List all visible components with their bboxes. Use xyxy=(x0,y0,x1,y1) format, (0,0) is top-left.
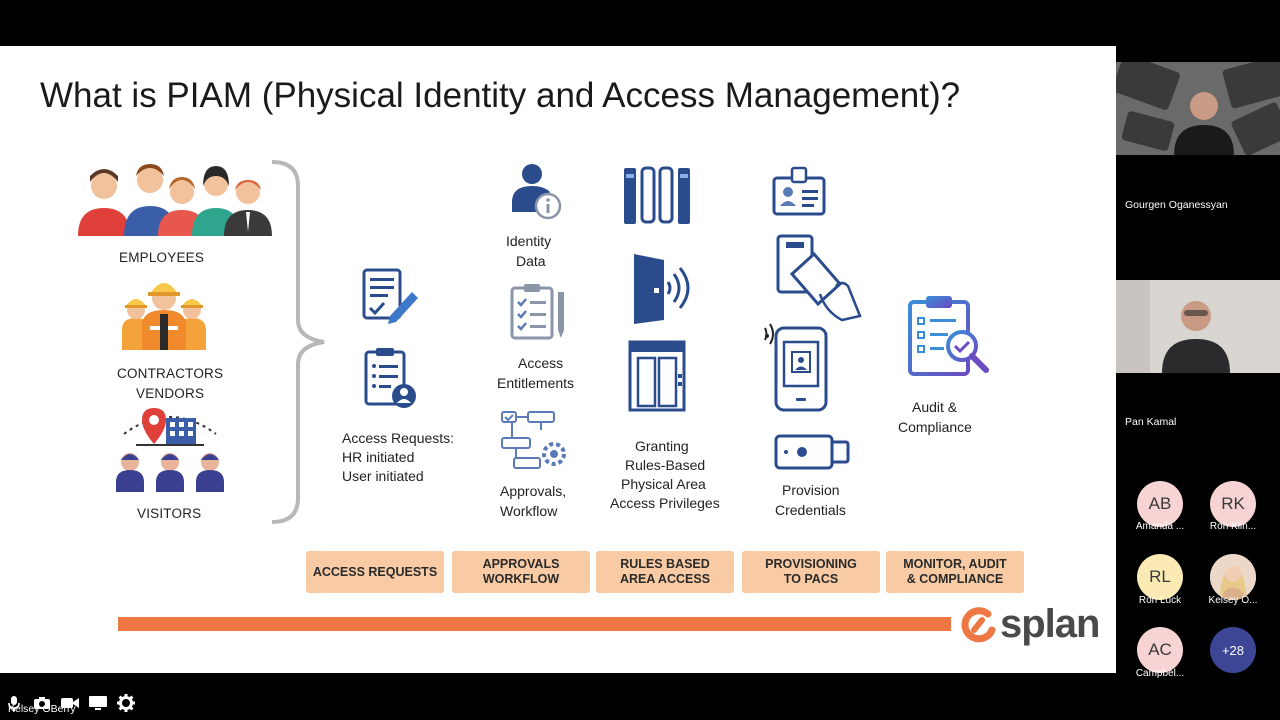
participant-name-gourgen: Gourgen Oganessyan xyxy=(1125,199,1228,211)
elevator-icon xyxy=(628,340,686,412)
video-feed-background xyxy=(1116,62,1280,155)
visitors-label: VISITORS xyxy=(137,506,202,521)
splan-logo: splan xyxy=(958,602,1100,647)
granting-label-1: Granting xyxy=(635,438,689,454)
access-requests-title: Access Requests: xyxy=(342,430,455,446)
participant-avatar-ab[interactable]: AB xyxy=(1137,481,1183,527)
access-entitlements-label-1: Access xyxy=(518,355,564,371)
turnstile-gate-icon xyxy=(624,166,690,224)
user-initiated-label: User initiated xyxy=(342,468,424,484)
mobile-credential-icon xyxy=(764,323,828,412)
granting-label-2: Rules-Based xyxy=(625,457,706,473)
employees-label: EMPLOYEES xyxy=(119,250,205,265)
identity-data-label-2: Data xyxy=(516,253,546,269)
slide-title: What is PIAM (Physical Identity and Acce… xyxy=(40,76,961,115)
mic-button[interactable] xyxy=(4,693,24,713)
employees-icon xyxy=(78,164,272,236)
screen-share-button[interactable] xyxy=(88,693,108,713)
video-feed-background xyxy=(1116,280,1280,373)
participant-avatar-name-kelsey: Kelsey O... xyxy=(1208,595,1258,606)
granting-label-3: Physical Area xyxy=(621,476,706,492)
key-fob-icon xyxy=(774,434,850,470)
access-entitlements-label-2: Entitlements xyxy=(497,375,575,391)
audit-clipboard-icon xyxy=(908,296,989,376)
hr-initiated-label: HR initiated xyxy=(342,449,415,465)
video-button[interactable] xyxy=(60,693,80,713)
participant-avatar-kelsey[interactable] xyxy=(1210,554,1256,600)
participant-avatar-name-rk: Ron Klin... xyxy=(1209,521,1257,532)
audit-label-1: Audit & xyxy=(912,399,958,415)
provision-label-2: Credentials xyxy=(775,502,846,518)
door-access-icon xyxy=(634,254,690,324)
participant-avatar-name-ac: Campbel... xyxy=(1135,668,1185,679)
stage-provisioning-to-pacs: PROVISIONING TO PACS xyxy=(742,551,880,593)
camera-button[interactable] xyxy=(32,693,52,713)
request-list-icon xyxy=(364,348,416,408)
mic-icon xyxy=(8,696,20,711)
stage-access-requests: ACCESS REQUESTS xyxy=(306,551,444,593)
video-icon xyxy=(61,698,79,708)
stage-approvals-workflow: APPROVALS WORKFLOW xyxy=(452,551,590,593)
more-participants-button[interactable]: +28 xyxy=(1210,627,1256,673)
contractors-icon xyxy=(122,283,206,350)
approvals-label-1: Approvals, xyxy=(500,483,567,499)
card-tap-icon xyxy=(776,234,862,322)
presentation-slide: What is PIAM (Physical Identity and Acce… xyxy=(0,46,1116,673)
workflow-icon xyxy=(501,411,566,469)
identity-data-label-1: Identity xyxy=(506,233,552,249)
participant-video-pan[interactable] xyxy=(1116,280,1280,373)
grouping-brace xyxy=(271,160,325,524)
participant-avatar-name-ab: Amanda ... xyxy=(1135,521,1185,532)
visitors-icon xyxy=(116,408,224,492)
identity-data-icon xyxy=(512,164,562,220)
document-edit-icon xyxy=(362,268,418,324)
splan-logo-text: splan xyxy=(1000,602,1100,646)
gear-icon xyxy=(117,694,135,712)
audit-label-2: Compliance xyxy=(898,419,972,435)
participant-avatar-name-rl: Ron Luck xyxy=(1138,595,1182,606)
self-view-name: Kelsey OBerry xyxy=(8,703,76,715)
settings-button[interactable] xyxy=(116,693,136,713)
camera-icon xyxy=(34,697,50,709)
splan-logo-mark-icon xyxy=(961,606,996,642)
granting-label-4: Access Privileges xyxy=(610,495,720,511)
participant-avatar-rk[interactable]: RK xyxy=(1210,481,1256,527)
checklist-icon xyxy=(510,284,564,340)
participant-video-gourgen[interactable] xyxy=(1116,62,1280,155)
id-badge-icon xyxy=(772,166,826,216)
participant-name-pan: Pan Kamal xyxy=(1125,416,1177,428)
participant-avatar-ac[interactable]: AC xyxy=(1137,627,1183,673)
participant-avatar-rl[interactable]: RL xyxy=(1137,554,1183,600)
contractors-label: CONTRACTORS xyxy=(117,366,224,381)
user-photo-icon xyxy=(1210,554,1256,600)
approvals-label-2: Workflow xyxy=(500,503,558,519)
provision-label-1: Provision xyxy=(782,482,840,498)
vendors-label: VENDORS xyxy=(136,386,205,401)
stage-rules-based-area-access: RULES BASED AREA ACCESS xyxy=(596,551,734,593)
screen-share-icon xyxy=(89,696,107,710)
call-toolbar xyxy=(0,686,136,720)
orange-divider xyxy=(118,617,951,631)
stage-monitor-audit-compliance: MONITOR, AUDIT & COMPLIANCE xyxy=(886,551,1024,593)
